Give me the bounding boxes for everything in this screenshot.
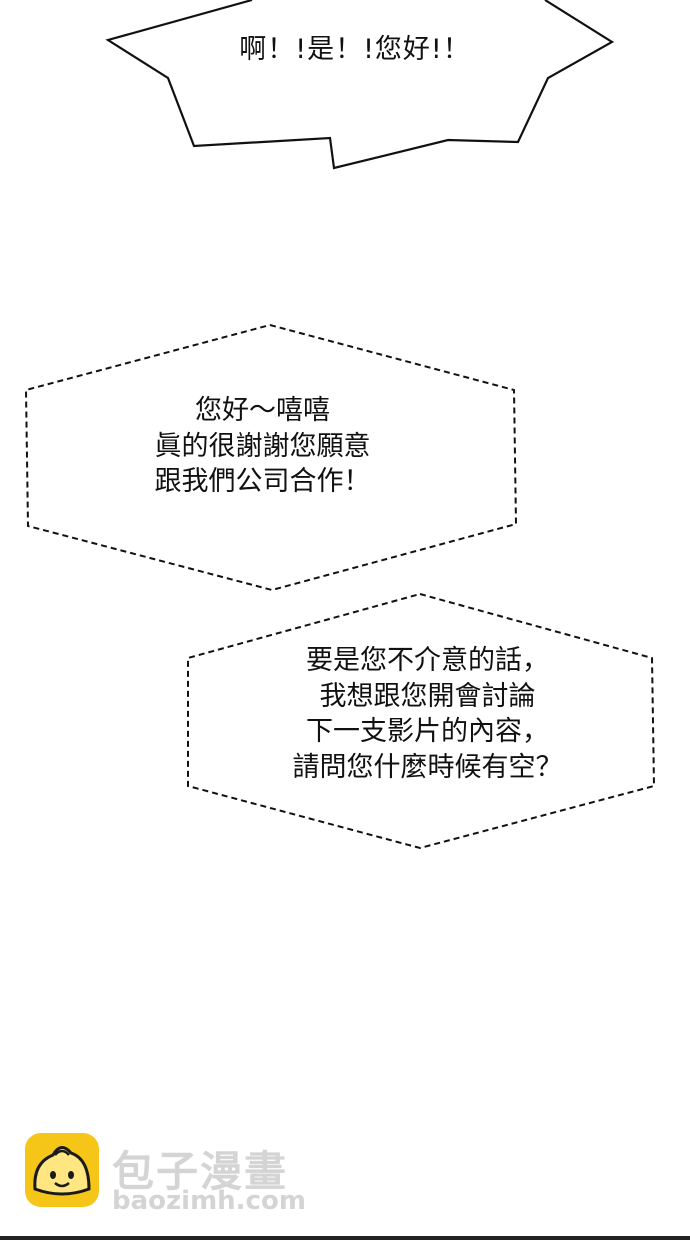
dialog-bubble-1-text: 您好～嘻嘻 眞的很謝謝您願意 跟我們公司合作！ [100, 393, 425, 500]
watermark-url: baozimh.com [112, 1186, 306, 1216]
bun-mascot-icon [25, 1133, 99, 1207]
watermark-title: 包子漫畫 [112, 1147, 289, 1196]
shout-line: 啊！!是！!您好!！ [239, 34, 471, 65]
bottom-divider [0, 1236, 690, 1240]
shout-bubble-text: 啊！!是！!您好!！ [200, 32, 510, 68]
shout-bubble-outline [105, 0, 615, 170]
dialog-line: 要是您不介意的話， [306, 645, 549, 676]
dialog-line: 您好～嘻嘻 [195, 395, 330, 426]
dialog-bubble-1-outline [24, 323, 518, 592]
dialog-line: 我想跟您開會討論 [319, 680, 536, 712]
dialog-line: 請問您什麼時候有空？ [292, 751, 563, 783]
dialog-bubble-2-outline [187, 592, 656, 850]
dialog-line: 下一支影片的內容， [306, 716, 549, 748]
dialog-line: 眞的很謝謝您願意 [154, 430, 371, 462]
dialog-line: 跟我們公司合作！ [154, 466, 371, 498]
dialog-bubble-2-text: 要是您不介意的話， 我想跟您開會討論 下一支影片的內容， 請問您什麼時候有空？ [255, 643, 600, 786]
